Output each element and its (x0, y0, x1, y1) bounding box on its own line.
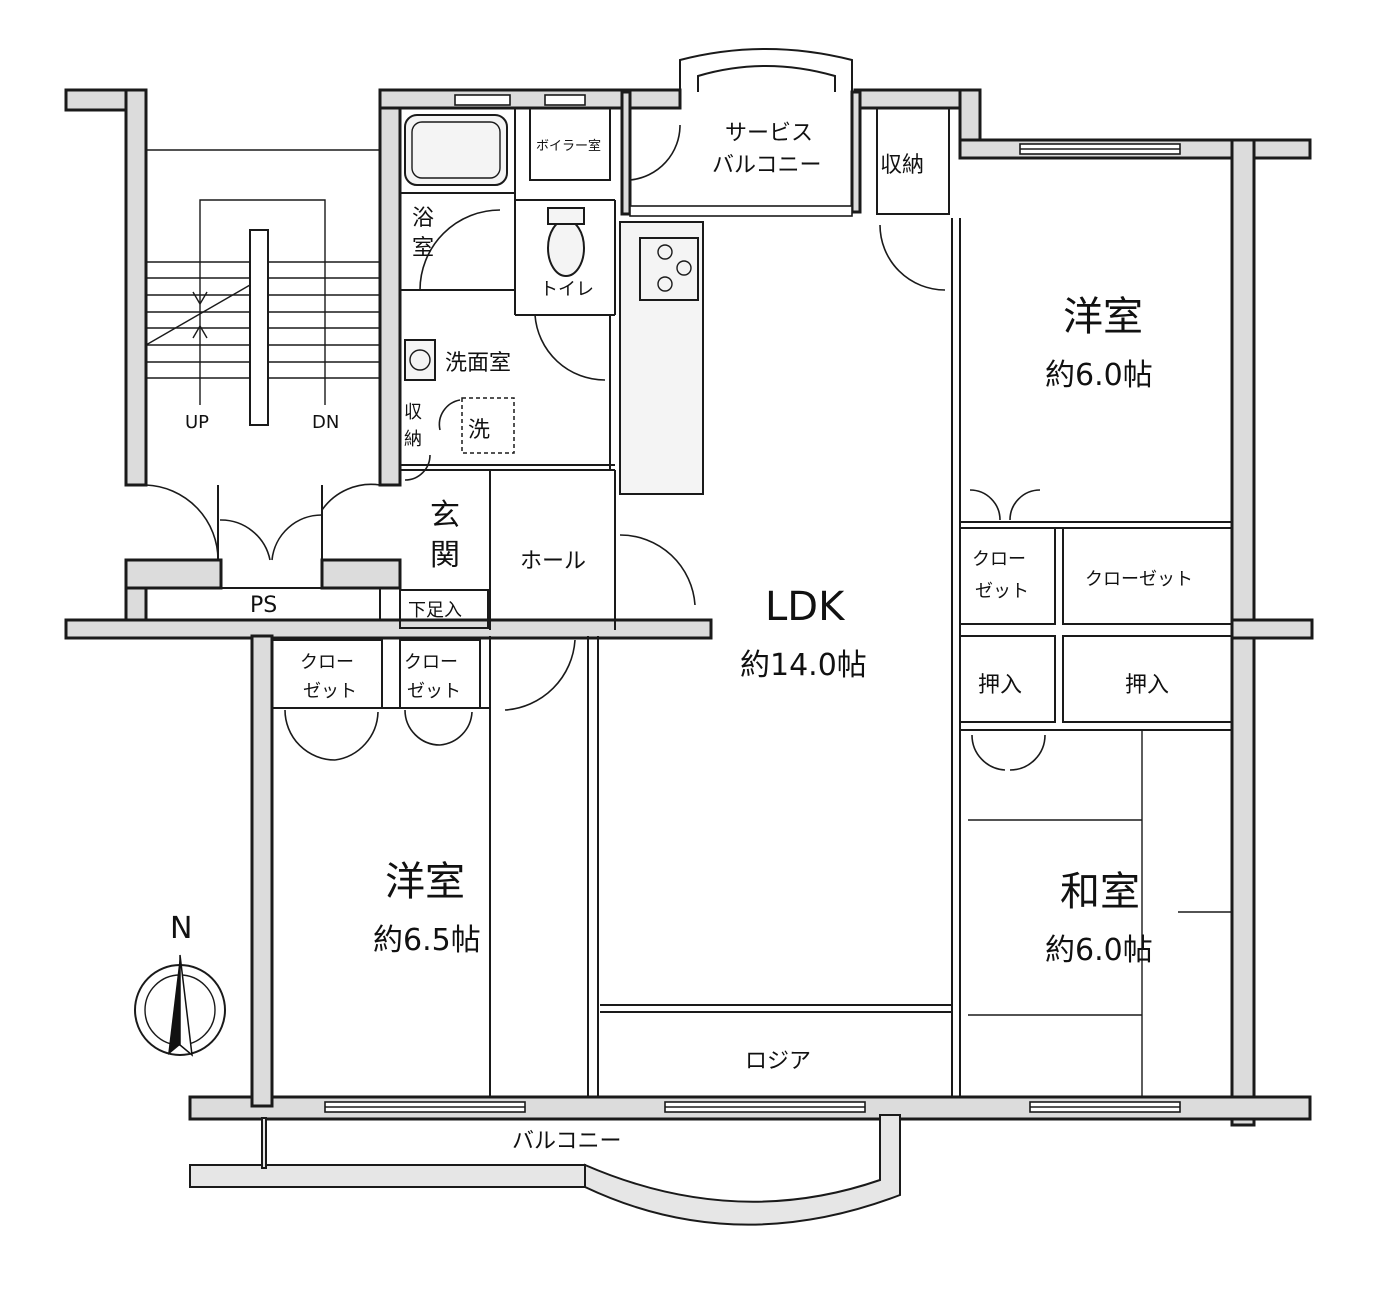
room-japanese-size: 約6.0帖 (1045, 933, 1153, 968)
door-swings (145, 124, 1046, 771)
room-labels: 洋室 約6.0帖 洋室 約6.5帖 LDK 約14.0帖 和室 約6.0帖 浴 … (185, 121, 1193, 1154)
room-western-ne-name: 洋室 (1063, 294, 1143, 340)
balcony-label: バルコニー (512, 1129, 622, 1154)
structural-walls (64, 48, 1314, 1226)
stove (639, 237, 699, 301)
fixtures (404, 114, 699, 454)
closet-d-label-1: クロー (404, 652, 458, 673)
interior-walls (145, 107, 1233, 1097)
storage-wash-label-2: 納 (404, 429, 422, 450)
closet-a-label-2: ゼット (975, 581, 1029, 602)
stair-up-label: UP (185, 412, 209, 433)
ps-label: PS (250, 593, 277, 618)
closet-c-label-1: クロー (300, 652, 354, 673)
room-ldk-name: LDK (765, 584, 846, 630)
shoe-storage-label: 下足入 (408, 600, 462, 621)
service-balcony-label-1: サービス (725, 121, 813, 146)
compass-label: N (170, 911, 192, 946)
service-balcony-label-2: バルコニー (712, 153, 822, 178)
entrance-label-1: 玄 (430, 498, 460, 533)
oshiire-label-1: 押入 (978, 673, 1022, 698)
closet-d-label-2: ゼット (407, 681, 461, 702)
room-western-sw-name: 洋室 (385, 859, 465, 905)
closet-b-label: クローゼット (1085, 569, 1193, 590)
room-western-ne-size: 約6.0帖 (1045, 358, 1153, 393)
room-japanese-name: 和室 (1060, 869, 1140, 915)
closet-c-label-2: ゼット (303, 681, 357, 702)
storage-top-label: 収納 (880, 153, 924, 178)
washer-space (461, 397, 515, 454)
windows (324, 94, 1181, 1113)
hall-label: ホール (520, 549, 586, 574)
oshiire-label-2: 押入 (1125, 673, 1169, 698)
entrance-label-2: 関 (430, 538, 460, 573)
toilet-label: トイレ (540, 279, 594, 300)
laundry-label: 洗 (468, 418, 490, 443)
bathtub (404, 114, 508, 186)
loggia-label: ロジア (745, 1049, 811, 1074)
storage-wash-label-1: 収 (404, 402, 422, 423)
room-western-sw-size: 約6.5帖 (373, 923, 481, 958)
bath-label-1: 浴 (412, 206, 434, 231)
stair-down-label: DN (312, 412, 339, 433)
staircase (145, 149, 380, 426)
bath-label-2: 室 (412, 236, 434, 261)
toilet-bowl (547, 219, 585, 277)
compass-icon: N (134, 911, 226, 1057)
washroom-label: 洗面室 (445, 351, 511, 376)
closet-a-label-1: クロー (972, 549, 1026, 570)
boiler-label: ボイラー室 (536, 138, 601, 154)
room-ldk-size: 約14.0帖 (740, 648, 867, 683)
